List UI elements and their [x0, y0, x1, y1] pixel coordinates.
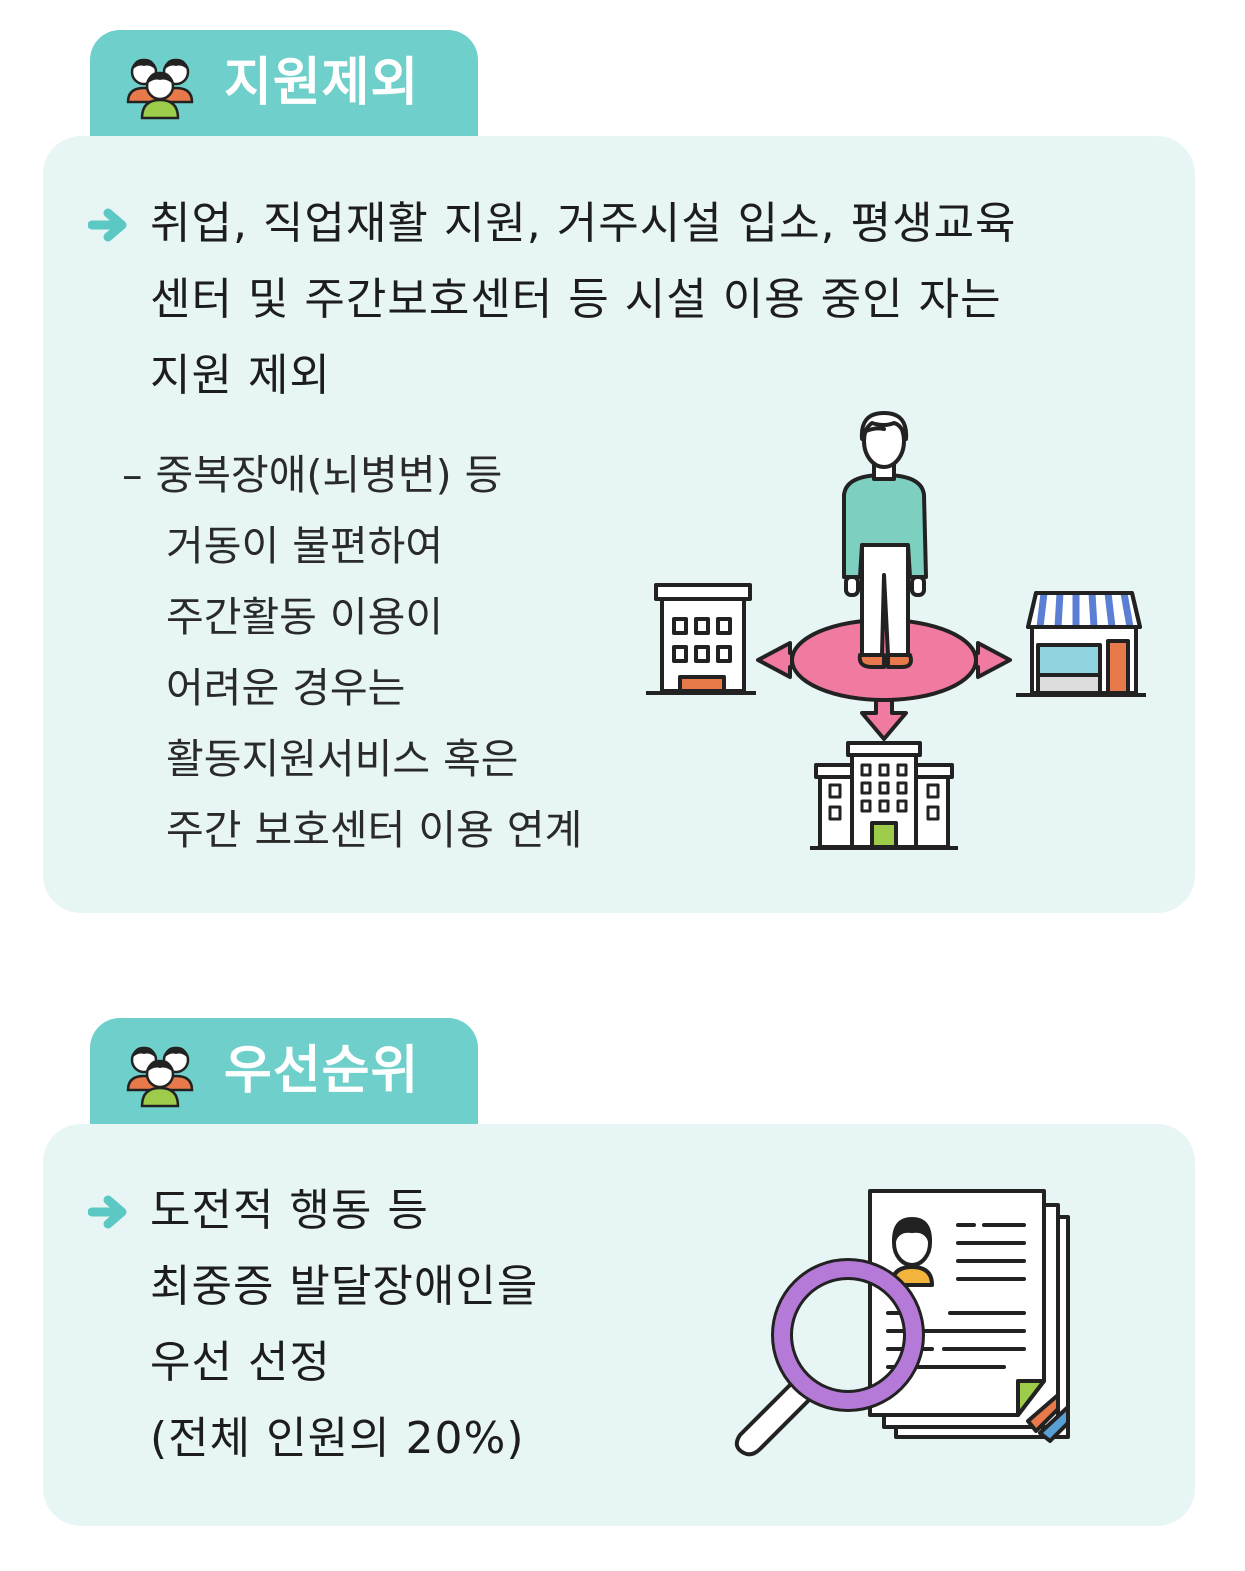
arrow-right-icon [88, 1195, 127, 1229]
exclusion-title: 지원제외 [224, 53, 420, 113]
exclusion-sub-line: 주간 보호센터 이용 연계 [166, 806, 583, 854]
priority-tab: 우선순위 [90, 1018, 478, 1126]
priority-title: 우선순위 [224, 1041, 420, 1101]
people-group-icon [126, 58, 194, 120]
exclusion-sub-line: 거동이 불편하여 [166, 522, 444, 570]
exclusion-tab: 지원제외 [90, 30, 478, 138]
person-choosing-facilities-icon [646, 411, 1146, 850]
document-magnifier-icon [734, 1189, 1070, 1457]
exclusion-main-line: 지원 제외 [150, 350, 331, 401]
priority-main-line: 최중증 발달장애인을 [150, 1261, 539, 1312]
priority-main-line: 도전적 행동 등 [150, 1185, 429, 1236]
exclusion-sub-line: 주간활동 이용이 [166, 593, 444, 641]
arrow-right-icon [88, 208, 127, 242]
priority-main-line: (전체 인원의 20%) [150, 1413, 525, 1464]
exclusion-sub-line: 활동지원서비스 혹은 [166, 735, 519, 783]
exclusion-main-line: 취업, 직업재활 지원, 거주시설 입소, 평생교육 [150, 198, 1017, 249]
exclusion-main-line: 센터 및 주간보호센터 등 시설 이용 중인 자는 [150, 274, 1002, 325]
priority-main-line: 우선 선정 [150, 1337, 331, 1388]
exclusion-sub-line: 어려운 경우는 [166, 664, 406, 712]
exclusion-panel [43, 136, 1195, 913]
exclusion-sub-line: – 중복장애(뇌병변) 등 [122, 451, 503, 499]
people-group-icon [126, 1046, 194, 1108]
